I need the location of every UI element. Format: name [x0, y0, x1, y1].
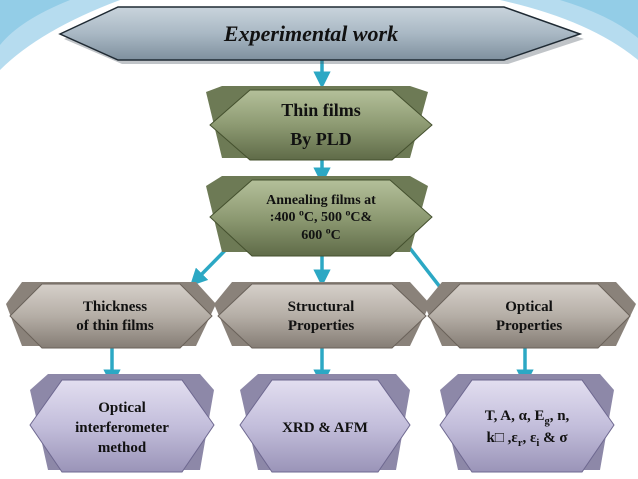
thickness-shape — [9, 283, 213, 349]
optical-line2: Properties — [495, 318, 563, 334]
optical-line1: Optical — [505, 299, 553, 316]
thickness-line1: Thickness — [82, 299, 148, 316]
params-line2: k□ ,εr, εi & σ — [486, 430, 568, 449]
interferometer-shape — [29, 379, 215, 473]
anneal-line1: Annealing films at — [266, 192, 376, 208]
structural-label: Structural Properties — [252, 290, 390, 344]
structural-shape — [217, 283, 427, 349]
interferometer-line2: interferometer — [75, 419, 169, 436]
optical-shape — [427, 283, 631, 349]
corner-accent-top-left-2 — [0, 0, 70, 45]
pld-line1: Thin films — [281, 100, 361, 121]
pld-shape — [209, 89, 433, 161]
thickness-label: Thickness of thin films — [50, 290, 180, 344]
anneal-label: Annealing films at :400 oC, 500 oC& 600 … — [240, 184, 402, 252]
xrd-line1: XRD & AFM — [282, 419, 368, 436]
interferometer-line3: method — [97, 440, 147, 457]
xrd-shape — [239, 379, 411, 473]
corner-accent-top-right-2 — [560, 0, 638, 38]
interferometer-line1: Optical — [98, 399, 146, 416]
params-shape — [439, 379, 615, 473]
params-line1: T, A, α, Eg, n, — [484, 408, 570, 428]
params-label: T, A, α, Eg, n, k□ ,εr, εi & σ — [460, 392, 594, 464]
anneal-line2: :400 oC, 500 oC& — [269, 207, 373, 226]
xrd-label: XRD & AFM — [262, 392, 388, 464]
structural-line2: Properties — [287, 318, 355, 334]
title-text: Experimental work — [223, 20, 399, 46]
pld-label: Thin films By PLD — [240, 92, 402, 158]
thickness-line2: of thin films — [76, 318, 154, 334]
anneal-shape — [209, 179, 433, 257]
interferometer-label: Optical interferometer method — [52, 392, 192, 464]
structural-line1: Structural — [287, 299, 355, 316]
title-label: Experimental work — [118, 7, 504, 60]
anneal-line3: 600 oC — [301, 225, 341, 243]
optical-label: Optical Properties — [460, 290, 598, 344]
title-shape — [58, 6, 583, 61]
pld-line2: By PLD — [290, 129, 352, 149]
